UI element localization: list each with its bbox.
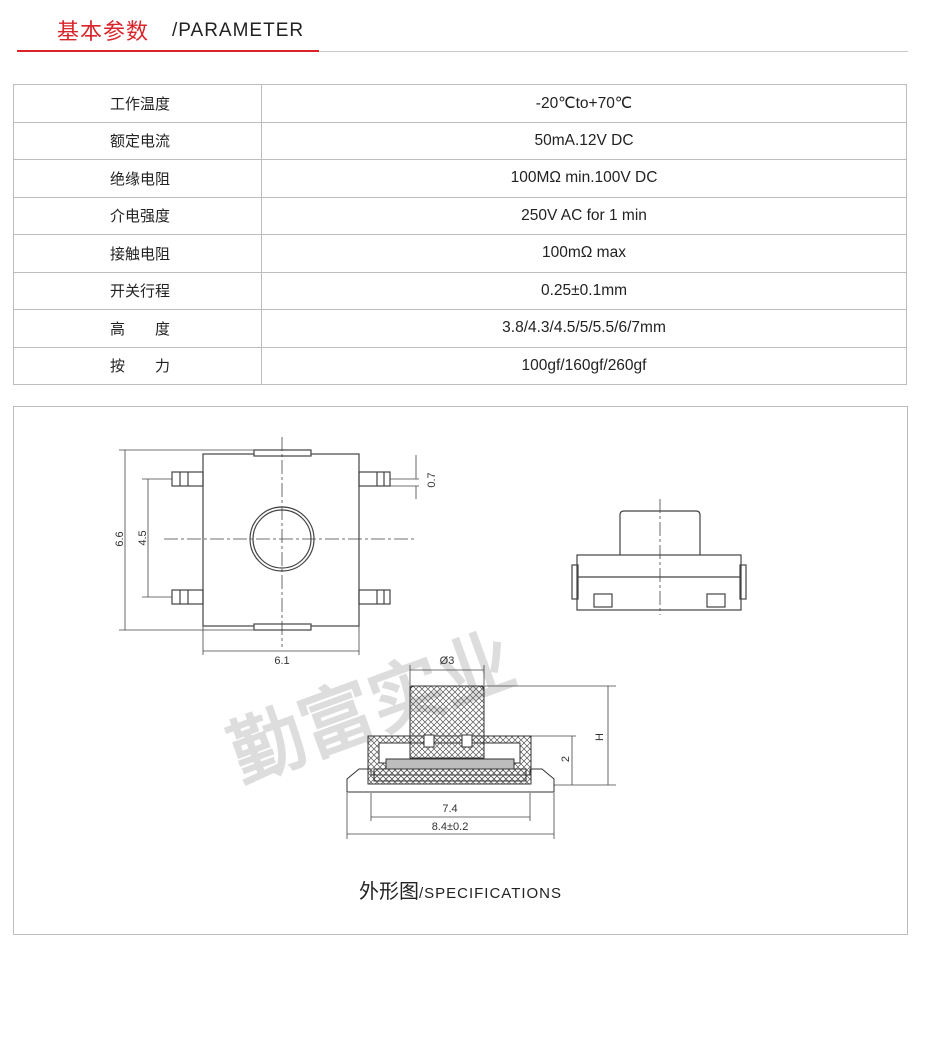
dim-7-4: 7.4 [442,803,457,815]
section-view [346,685,555,793]
parameter-table: 工作温度 -20℃to+70℃ 额定电流 50mA.12V DC 绝缘电阻 10… [13,84,907,385]
caption-cn: 外形图 [358,879,419,903]
param-value: 250V AC for 1 min [261,196,907,235]
top-view [171,449,391,631]
dimension-drawing: 勤富实业 [114,437,747,839]
param-label: 绝缘电阻 [13,159,262,198]
table-row: 介电强度 250V AC for 1 min [13,196,907,235]
header-accent-line [17,50,319,52]
param-label: 按 力 [13,346,262,385]
dim-0-7: 0.7 [426,472,438,487]
dim-8-4: 8.4±0.2 [432,821,469,833]
param-value: 3.8/4.3/4.5/5/5.5/6/7mm [261,309,907,348]
dim-h: H [594,733,606,741]
param-value: 100MΩ min.100V DC [261,159,907,198]
table-row: 绝缘电阻 100MΩ min.100V DC [13,159,907,198]
param-value: -20℃to+70℃ [261,84,907,123]
table-row: 接触电阻 100mΩ max [13,234,907,273]
param-value: 100mΩ max [261,234,907,273]
table-row: 开关行程 0.25±0.1mm [13,271,907,310]
dim-6-1: 6.1 [274,655,289,667]
dim-2: 2 [560,756,572,762]
param-label: 接触电阻 [13,234,262,273]
dim-d3: Ø3 [440,655,455,667]
specification-figure: 勤富实业 [13,406,908,935]
table-row: 按 力 100gf/160gf/260gf [13,346,907,385]
side-view [571,510,747,611]
header-divider [319,51,908,52]
param-value: 0.25±0.1mm [261,271,907,310]
section-header: 基本参数 /PARAMETER [0,0,931,60]
param-label: 工作温度 [13,84,262,123]
table-row: 额定电流 50mA.12V DC [13,121,907,160]
section-title-en: /PARAMETER [172,20,305,41]
param-label: 介电强度 [13,196,262,235]
param-label: 开关行程 [13,271,262,310]
section-title-cn: 基本参数 [57,20,150,45]
table-row: 工作温度 -20℃to+70℃ [13,84,907,123]
param-value: 50mA.12V DC [261,121,907,160]
dim-4-5: 4.5 [137,530,149,545]
param-value: 100gf/160gf/260gf [261,346,907,385]
caption-en: /SPECIFICATIONS [418,885,563,902]
param-label: 额定电流 [13,121,262,160]
figure-caption: 外形图/SPECIFICATIONS [14,875,907,904]
table-row: 高 度 3.8/4.3/4.5/5/5.5/6/7mm [13,309,907,348]
param-label: 高 度 [13,309,262,348]
dim-6-6: 6.6 [114,531,126,546]
